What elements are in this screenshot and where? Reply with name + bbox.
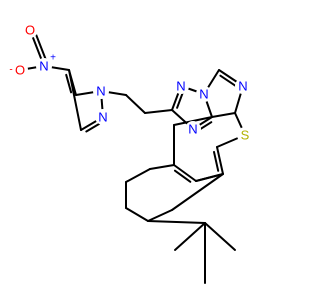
single-bond — [68, 69, 82, 131]
atom-label-o-double: O — [25, 23, 35, 38]
atom-label-s-thiophene: S — [241, 128, 250, 143]
atom-background — [185, 121, 201, 137]
double-bond-inner — [212, 150, 220, 172]
single-bond — [174, 222, 206, 251]
single-bond — [144, 109, 173, 114]
atom-label-n-nitro: N — [39, 59, 48, 74]
single-bond — [149, 164, 175, 170]
single-bond — [195, 173, 224, 182]
double-bond-inner — [65, 73, 73, 94]
atom-label-n-triazole-1: N — [176, 79, 185, 94]
atom-background — [12, 62, 28, 78]
atom-background — [95, 109, 111, 125]
charge-n-nitro: + — [50, 53, 56, 64]
atom-label-n-pyrazole-1: N — [96, 84, 105, 99]
atom-label-n-pyrazole-2: N — [98, 110, 107, 125]
double-bond — [216, 146, 224, 175]
atom-label-n-triazole-3: N — [188, 122, 197, 137]
atom-background — [196, 86, 212, 102]
double-bond — [173, 164, 197, 182]
atom-background — [22, 22, 38, 38]
single-bond — [125, 207, 149, 222]
atom-label-o-minus: O — [15, 63, 25, 78]
charge-o-minus: - — [9, 65, 12, 76]
bond-lines — [19, 29, 246, 284]
double-bond-inner — [34, 32, 47, 61]
atom-background — [36, 58, 52, 74]
atom-background — [237, 127, 253, 143]
single-bond — [147, 220, 206, 224]
double-bond-inner — [173, 169, 192, 183]
single-bond — [125, 168, 151, 183]
atom-background — [93, 83, 109, 99]
single-bond — [125, 94, 146, 114]
single-bond — [211, 112, 236, 118]
atom-background — [235, 78, 251, 94]
atom-background — [173, 78, 189, 94]
single-bond — [147, 209, 173, 222]
double-bond-inner — [219, 74, 239, 88]
atom-label-n-pyrimidine: N — [238, 79, 247, 94]
single-bond — [204, 222, 236, 251]
atom-label-n-triazole-2: N — [199, 87, 208, 102]
single-bond — [171, 173, 224, 211]
